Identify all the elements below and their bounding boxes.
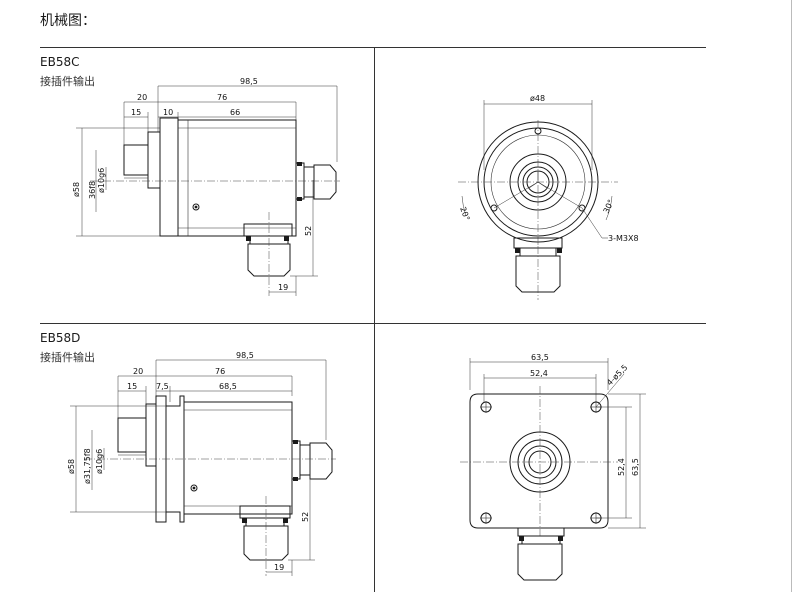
dim-hole-spacing: 52,4: [530, 369, 548, 378]
subtitle-lower: 接插件输出: [40, 351, 95, 364]
dim-overall-lower: 98,5: [236, 351, 254, 360]
dim-housing: 66: [230, 108, 240, 117]
dim-connector-height: 52: [304, 226, 313, 236]
model-label-lower: EB58D: [40, 331, 81, 345]
page-title: 机械图：: [40, 13, 96, 29]
dim-connector-offset: 19: [278, 283, 288, 292]
dim-diameter: ø58: [72, 182, 81, 197]
dim-shaft-length: 20: [137, 93, 147, 102]
dim-shaft-diameter-lower: ø10g6: [95, 449, 104, 474]
dim-shaft-length-lower: 20: [133, 367, 143, 376]
dim-housing-lower: 68,5: [219, 382, 237, 391]
dim-shaft-step-lower: 15: [127, 382, 137, 391]
dim-diameter-lower: ø58: [67, 459, 76, 474]
angle-right: 30°: [602, 198, 616, 215]
dim-connector-offset-lower: 19: [274, 563, 284, 572]
model-label-upper: EB58C: [40, 55, 80, 69]
dim-connector-height-lower: 52: [301, 512, 310, 522]
top-rule: [40, 47, 706, 48]
hole-callout: 4-ø5,5: [605, 363, 629, 387]
page-edge: [791, 0, 792, 592]
dim-overall: 98,5: [240, 77, 258, 86]
dim-spigot-lower: ø31,75f8: [83, 448, 92, 484]
vertical-divider: [374, 47, 375, 592]
side-view-upper: 98,5 20 76 15 10 66: [72, 77, 340, 296]
middle-rule: [40, 323, 706, 324]
thread-holes: 3-M3X8: [608, 234, 639, 243]
dim-bolt-circle: ø48: [530, 94, 545, 103]
dim-flange: 10: [163, 108, 173, 117]
angle-left: 20°: [458, 206, 471, 222]
dim-spigot: 36f8: [88, 181, 97, 199]
subtitle-upper: 接插件输出: [40, 75, 95, 88]
dim-flange-lower: 7,5: [156, 382, 169, 391]
dim-shaft-step: 15: [131, 108, 141, 117]
dim-square-outer-vertical: 63,5: [631, 458, 640, 476]
side-view-lower: 98,5 20 76 15 7,5 68,5: [67, 351, 336, 576]
dim-hole-spacing-vertical: 52,4: [617, 458, 626, 476]
front-view-upper: ø48 20° 30° 3-M3X8: [458, 94, 639, 300]
front-view-lower: 63,5 52,4 4-ø5,5 52,4 63,5: [460, 353, 646, 581]
dim-square-outer: 63,5: [531, 353, 549, 362]
dim-body-lower: 76: [215, 367, 225, 376]
dim-body: 76: [217, 93, 227, 102]
dim-shaft-diameter: ø10g6: [97, 168, 106, 193]
